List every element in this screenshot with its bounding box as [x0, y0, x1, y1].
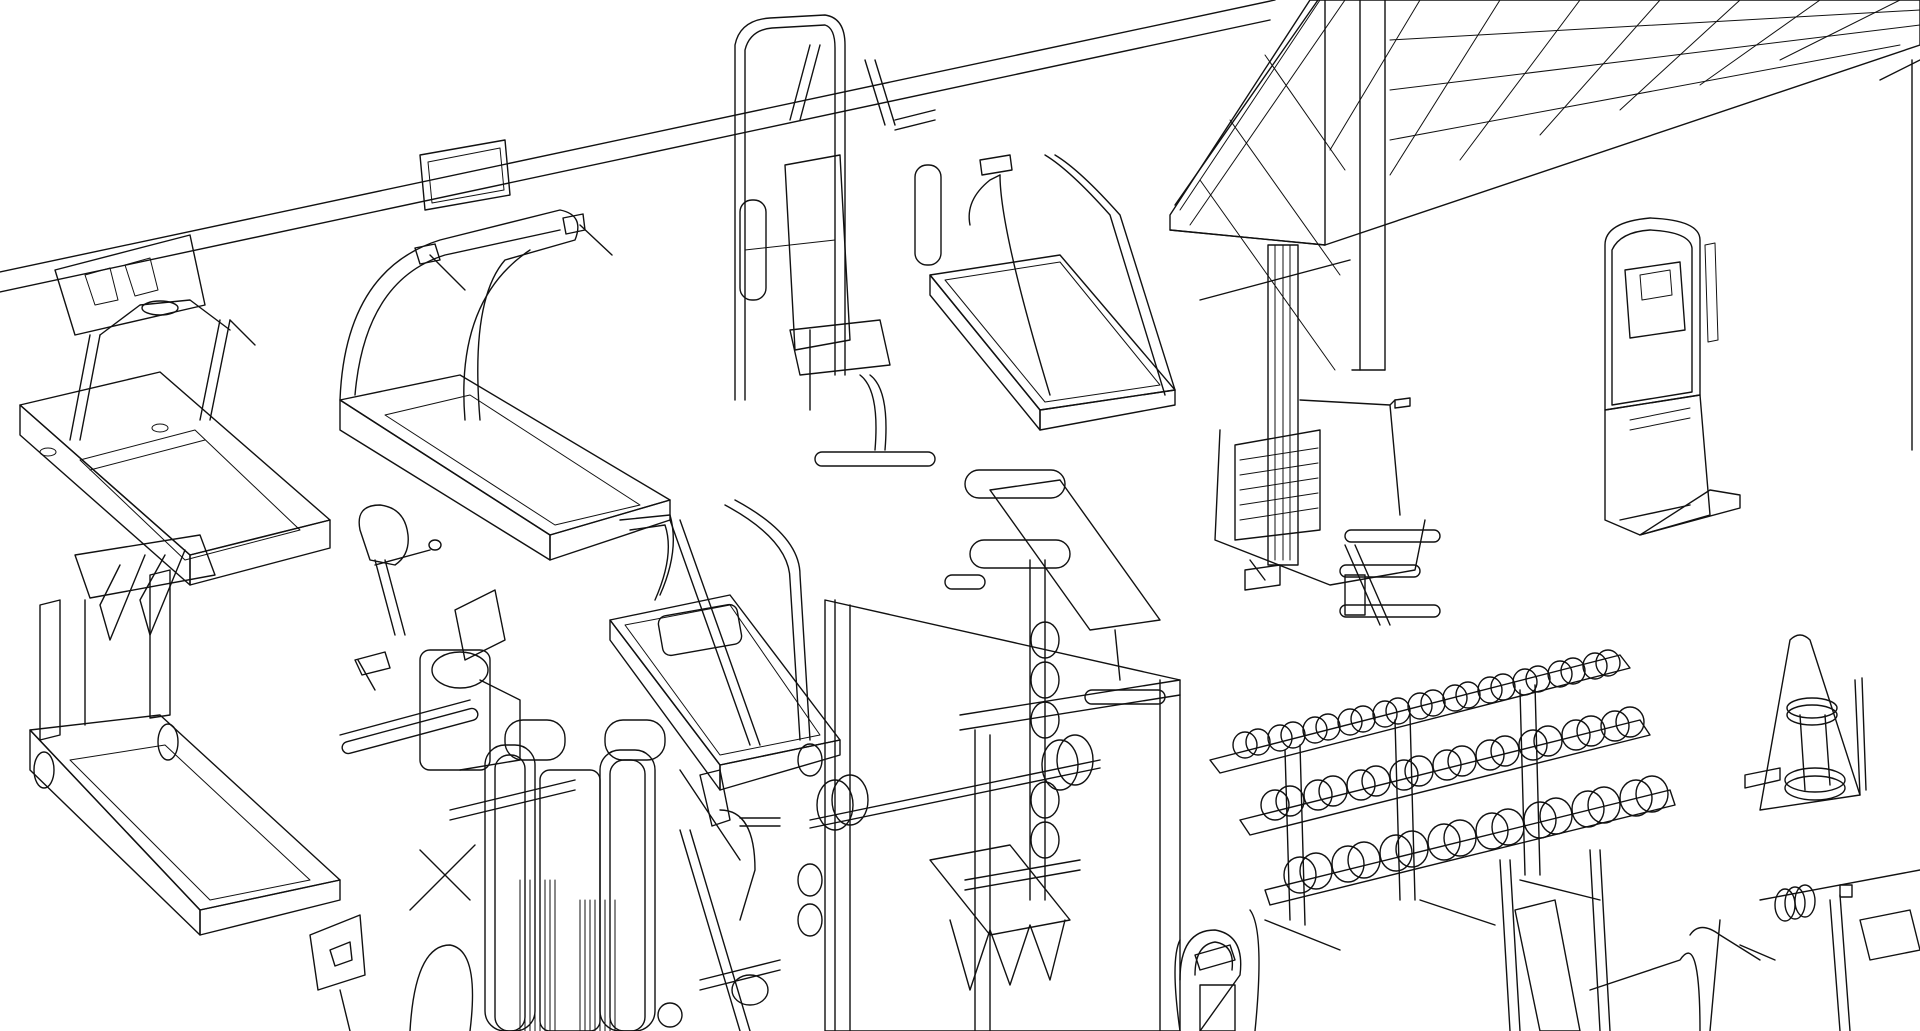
upright-bike-icon — [1174, 909, 1260, 1031]
power-rack-icon — [797, 469, 1181, 1031]
back-wall-rail-icon — [0, 0, 1920, 451]
bench-frame-icon — [1499, 849, 1920, 1031]
stair-climber-icon — [929, 154, 1176, 431]
treadmill-front-left-icon — [29, 534, 341, 936]
dumbbells-row-bottom — [1283, 775, 1669, 894]
dumbbells-row-top — [1232, 649, 1621, 759]
weight-stack-icon — [519, 879, 616, 1031]
dumbbell-rack-icon — [1209, 649, 1676, 951]
exercise-bike-icon — [339, 504, 521, 771]
mirror-panel-small-icon — [419, 139, 511, 211]
treadmill-center-icon — [339, 209, 671, 561]
treadmill-left-icon — [19, 234, 331, 586]
multi-station-gym-icon — [309, 719, 781, 1031]
dumbbells-row-middle — [1260, 706, 1645, 821]
weight-tree-icon — [1744, 634, 1867, 811]
vending-kiosk-icon — [1604, 217, 1741, 536]
cable-station-icon — [1199, 244, 1441, 626]
mirror-panel-icon — [1169, 0, 1920, 371]
rowing-stepper-icon — [609, 499, 841, 791]
leg-extension-machine-icon — [734, 14, 942, 467]
